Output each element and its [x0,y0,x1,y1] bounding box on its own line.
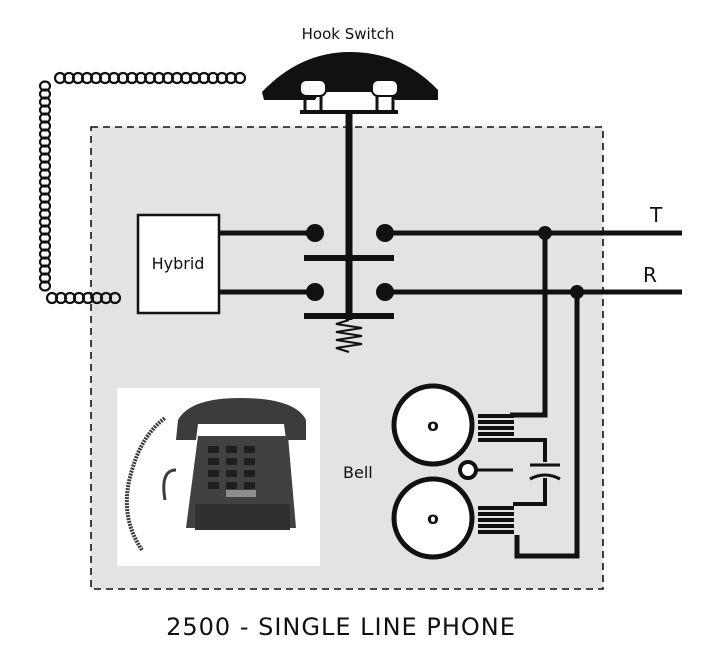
desk-phone-icon [124,398,306,552]
contact-dot-ring-left [306,283,324,301]
contact-dot-tip-left [306,224,324,242]
wire-ring-to-bell [514,292,580,559]
hook-switch-label: Hook Switch [302,25,395,43]
wire-capacitor-bottom [513,478,547,506]
wire-capacitor [513,438,547,462]
ring-label: R [643,263,657,287]
bell-label: Bell [343,463,373,482]
capacitor-plate-bottom [529,473,561,481]
spring-icon [335,319,363,353]
bell-gong-upper-mark: o [427,416,439,436]
tip-label: T [649,203,663,227]
handset-icon [262,52,438,114]
bell-coil-upper [478,414,514,442]
bell-gong-upper [391,383,475,467]
hybrid-box [136,213,221,315]
bell-gong-lower-mark: o [427,509,439,529]
wire-tip-to-bell [510,233,548,418]
bell-coil-lower [478,506,514,534]
bell-clapper [458,460,478,480]
bell-gong-lower [391,476,475,560]
coil-cord-icon [38,71,247,305]
hybrid-label: Hybrid [152,254,205,273]
diagram-title: 2500 - SINGLE LINE PHONE [166,613,516,641]
